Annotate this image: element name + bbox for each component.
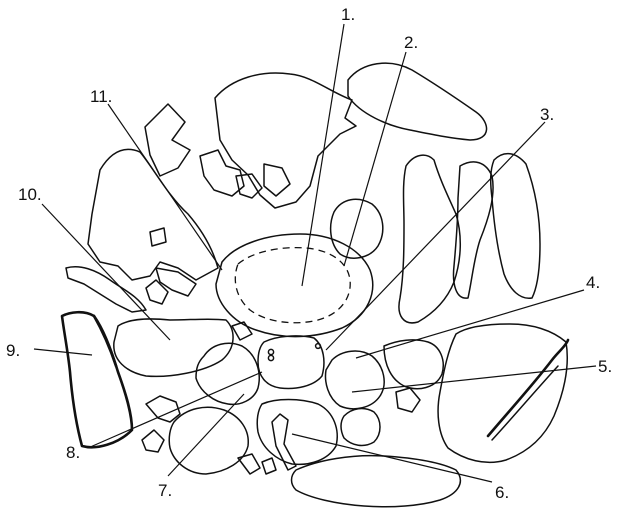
label-8: 8. (66, 443, 80, 462)
structure-outlines (62, 63, 568, 507)
label-4: 4. (586, 273, 600, 292)
outline-small-square-near-7 (232, 322, 252, 340)
outline-far-right-column (491, 154, 540, 299)
outline-inner-dashed-oval (235, 248, 350, 323)
outline-right-center-mass (326, 351, 385, 409)
outline-lower-left-hook (146, 396, 180, 422)
outline-bottom-right-mass (292, 456, 461, 507)
outline-small-island (150, 228, 166, 246)
outline-small-hook-1 (200, 150, 244, 196)
outline-lower-center-mass (257, 400, 337, 465)
outline-small-hook-3 (264, 164, 290, 196)
outline-far-left-spine (94, 316, 116, 366)
leader-line-11 (108, 104, 222, 270)
outline-small-notch-right (262, 458, 276, 474)
outline-large-right-lower (438, 324, 567, 462)
outline-left-hook (146, 280, 168, 304)
outline-left-center-blob (196, 343, 259, 404)
leader-line-8 (88, 372, 262, 448)
leader-line-7 (168, 394, 244, 476)
outline-central-small-chamber (258, 336, 324, 389)
outline-lower-center-notch (272, 414, 296, 470)
label-6: 6. (495, 483, 509, 502)
outline-top-left-block (145, 104, 190, 176)
leader-line-4 (356, 290, 584, 358)
leader-line-3 (326, 122, 545, 350)
outline-small-notch-left (238, 454, 260, 474)
label-10: 10. (18, 185, 42, 204)
outline-left-tongue (66, 267, 146, 312)
outline-far-left-block (62, 312, 132, 447)
leader-lines (34, 24, 596, 482)
outline-tiny-circle-c (316, 344, 321, 349)
label-7: 7. (158, 481, 172, 500)
leader-line-2 (344, 52, 406, 266)
outline-right-oval (331, 199, 383, 258)
label-5: 5. (598, 357, 612, 376)
leader-line-6 (292, 434, 492, 482)
outline-right-tab (396, 388, 420, 412)
label-2: 2. (404, 33, 418, 52)
outline-diagonal-ridge (488, 340, 568, 436)
outline-lower-left-piece (169, 407, 248, 474)
label-3: 3. (540, 105, 554, 124)
outline-top-right-elongated (348, 63, 487, 140)
outline-right-column (399, 155, 460, 323)
outline-left-flange (156, 268, 196, 296)
label-1: 1. (341, 5, 355, 24)
outline-lower-left-tail (142, 430, 164, 452)
label-11: 11. (90, 87, 112, 106)
outline-mid-left-mass (114, 319, 233, 376)
label-9: 9. (6, 341, 20, 360)
leader-line-1 (302, 24, 344, 286)
outline-bottom-middle-lobe (341, 409, 380, 446)
outline-tiny-circle-b (268, 355, 273, 360)
outline-tiny-circle-a (268, 349, 273, 354)
leader-line-9 (34, 349, 92, 355)
outline-diagonal-ridge-inner (492, 366, 558, 440)
